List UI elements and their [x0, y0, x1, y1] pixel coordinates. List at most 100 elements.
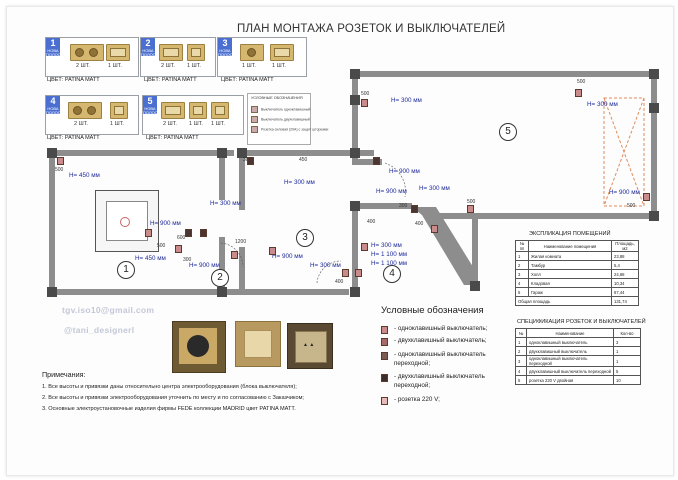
set-item-count: 2 ШТ. [74, 121, 88, 127]
single-switch-icon [110, 102, 128, 119]
socket-marker [575, 89, 582, 97]
note-item: 1. Все высоты и привязки даны относитель… [42, 384, 297, 390]
set-item-count: 1 ШТ. [211, 121, 225, 127]
height-label: H= 450 мм [135, 255, 166, 262]
explication-table: № пп Наименование помещения Площадь, м2 … [515, 240, 639, 306]
socket-icon [251, 126, 258, 133]
wall [651, 71, 657, 221]
dimension: 400 [367, 219, 376, 225]
fireplace [95, 190, 159, 252]
socket-marker [431, 225, 438, 233]
specification-caption: СПЕЦИФИКАЦИЯ РОЗЕТОК И ВЫКЛЮЧАТЕЛЕЙ [517, 319, 646, 325]
note-item: 3. Основные электроустановочные изделия … [42, 406, 296, 412]
single-socket-icon [240, 44, 264, 61]
wall [239, 247, 245, 292]
room-number: 3 [296, 229, 314, 247]
double-switch-icon [270, 44, 294, 61]
height-label: H= 900 мм [609, 189, 640, 196]
wall [219, 237, 225, 292]
dimension: 400 [415, 221, 424, 227]
switch-icon [251, 106, 258, 113]
dimension: 400 [335, 279, 344, 285]
email-handle: tgv.iso10@gmail.com [62, 305, 155, 315]
set-item-count: 1 ШТ. [108, 63, 122, 69]
set-item-count: 2 ШТ. [76, 63, 90, 69]
socket-marker [355, 269, 362, 277]
table-header: № пп [515, 240, 529, 252]
legend-title: Условные обозначения [381, 305, 484, 316]
room-number: 4 [383, 265, 401, 283]
wall [239, 150, 374, 156]
set-item-count: 2 ШТ. [161, 63, 175, 69]
height-label: H= 300 мм [371, 242, 402, 249]
height-label: H= 300 мм [310, 262, 341, 269]
double-switch-icon [381, 338, 388, 346]
switch-marker [373, 157, 380, 165]
pillar [217, 148, 227, 158]
double-switch-icon [161, 102, 185, 119]
height-label: H= 300 мм [419, 185, 450, 192]
small-legend-title: УСЛОВНЫЕ ОБОЗНАЧЕНИЯ [251, 96, 303, 100]
height-label: H= 900 мм [150, 220, 181, 227]
door-swing [384, 162, 406, 198]
dimension: 500 [55, 167, 64, 173]
pillar [237, 148, 247, 158]
pillar [649, 69, 659, 79]
wall [352, 203, 358, 295]
socket-marker [361, 243, 368, 251]
door-swing [220, 242, 244, 268]
pillar [350, 201, 360, 211]
switch-marker [411, 205, 418, 213]
floor-plan: 1 2 3 4 5 H= 450 мм H= 900 мм H= 450 мм … [7, 7, 673, 307]
double-switch-icon [159, 44, 183, 61]
dimension: 600 [177, 235, 186, 241]
set-item-count: 2 ШТ. [163, 121, 177, 127]
single-switch-icon [381, 326, 388, 334]
socket-icon [381, 397, 388, 405]
single-switch-icon [211, 102, 229, 119]
height-label: H= 300 мм [587, 101, 618, 108]
wall [437, 213, 657, 219]
product-photo-switch [235, 321, 281, 367]
set-item-count: 1 ШТ. [242, 63, 256, 69]
room-number: 5 [499, 123, 517, 141]
socket-marker [342, 269, 349, 277]
table-header: Наименование [526, 328, 614, 338]
wall [352, 71, 657, 77]
dimension: 500 [157, 243, 166, 249]
switch-marker [185, 229, 192, 237]
height-label: H= 900 мм [189, 262, 220, 269]
socket-marker [145, 229, 152, 237]
socket-marker [269, 247, 276, 255]
wall [239, 150, 245, 210]
wall [352, 203, 412, 209]
explication-caption: ЭКСПЛИКАЦИЯ ПОМЕЩЕНИЙ [529, 231, 611, 237]
pillar [47, 148, 57, 158]
wall [49, 289, 349, 295]
double-switch-icon [106, 44, 130, 61]
notes-header: Примечания: [42, 370, 86, 379]
socket-marker [467, 205, 474, 213]
set-color: ЦВЕТ: PATINA MATT [47, 77, 100, 83]
pillar [217, 287, 227, 297]
dimension: 500 [577, 79, 586, 85]
dimension: 300 [399, 203, 408, 209]
page-title: ПЛАН МОНТАЖА РОЗЕТОК И ВЫКЛЮЧАТЕЛЕЙ [237, 23, 506, 35]
height-label: H= 900 мм [376, 188, 407, 195]
